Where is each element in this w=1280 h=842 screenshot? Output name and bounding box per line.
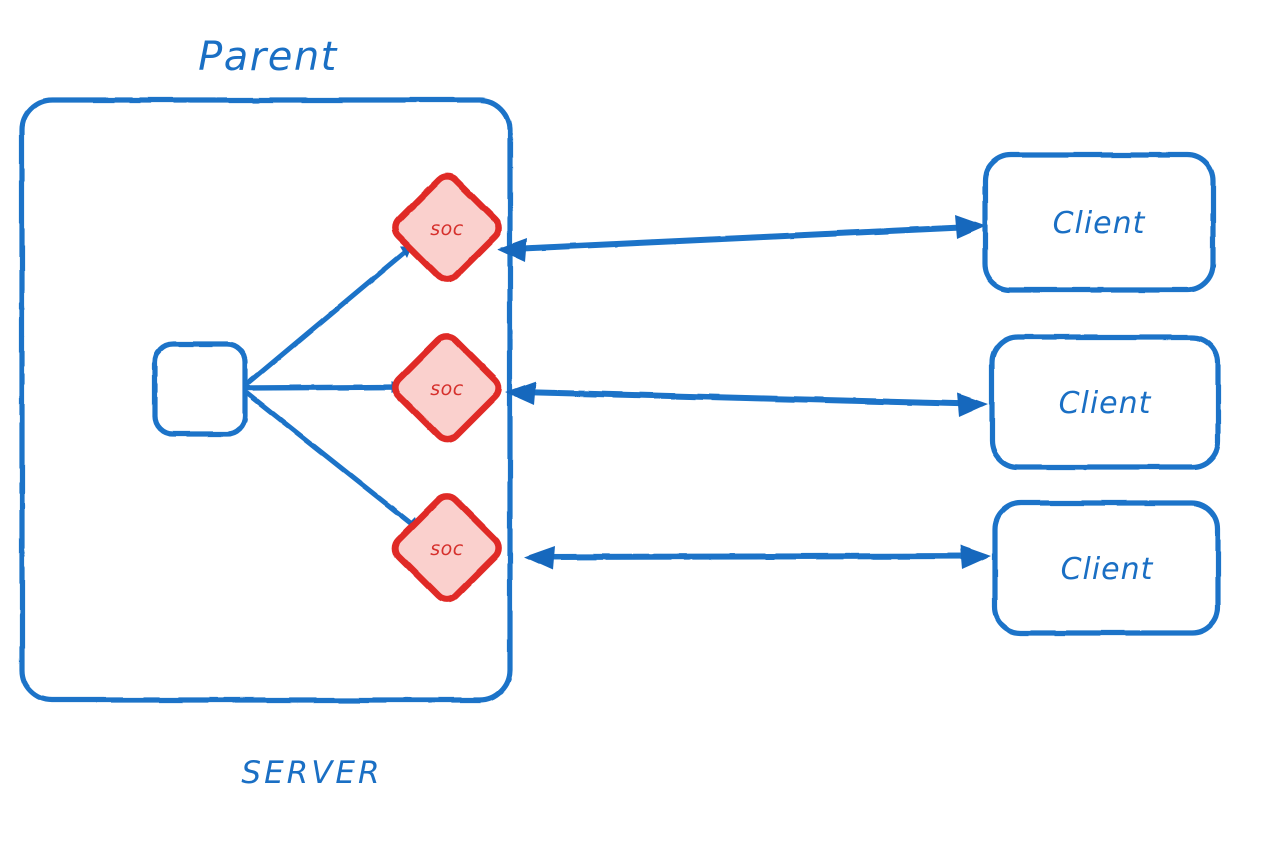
client-1[interactable]: Client	[982, 152, 1216, 293]
link-parent-to-socket-3	[244, 390, 421, 532]
client-2[interactable]: Client	[989, 334, 1221, 470]
link-parent-to-socket-1	[244, 243, 415, 387]
link-parent-to-socket-2	[244, 381, 405, 393]
socket-2-label: soc	[430, 378, 464, 400]
link-socket-1-client-1	[497, 215, 986, 262]
server-caption: SERVER	[241, 755, 382, 791]
page-title: Parent	[198, 34, 338, 80]
client-1-label: Client	[1053, 206, 1146, 241]
client-box-group: Client Client Client	[982, 152, 1221, 636]
link-socket-2-client-2	[505, 381, 988, 417]
socket-1[interactable]: soc	[390, 171, 503, 284]
parent-process-box[interactable]	[152, 341, 248, 437]
socket-3[interactable]: soc	[390, 491, 503, 604]
client-link-group	[497, 215, 991, 570]
socket-1-label: soc	[430, 218, 464, 240]
client-2-label: Client	[1059, 386, 1152, 421]
client-3-label: Client	[1061, 552, 1154, 587]
socket-2[interactable]: soc	[390, 331, 503, 444]
link-socket-3-client-3	[524, 545, 991, 570]
client-3[interactable]: Client	[992, 500, 1221, 636]
socket-3-label: soc	[430, 538, 464, 560]
socket-diamond-group: soc soc soc	[390, 171, 503, 604]
